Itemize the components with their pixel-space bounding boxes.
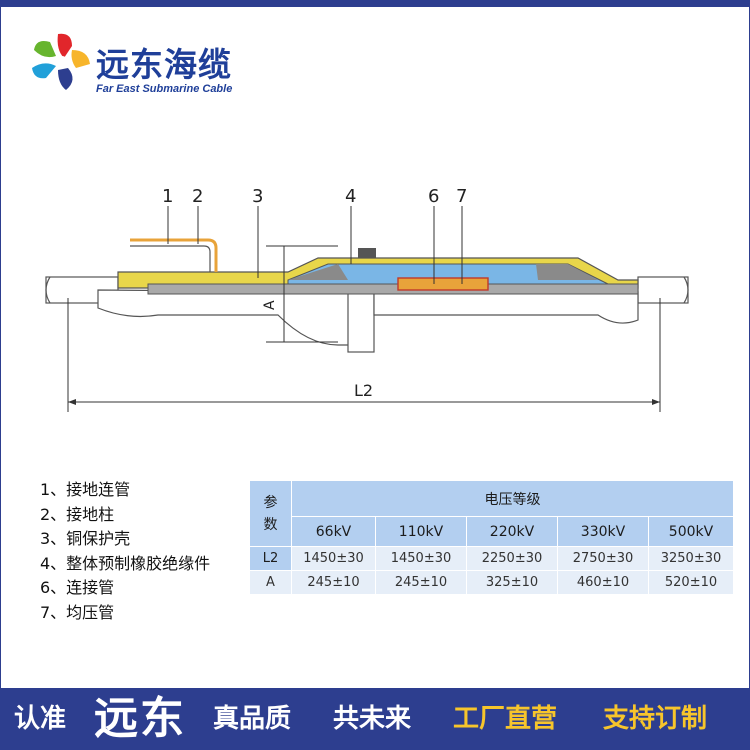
- param-char: 数: [263, 516, 278, 533]
- voltage-group-header: 电压等级: [291, 480, 734, 517]
- legend-item: 1、接地连管: [40, 480, 131, 499]
- table-cell: 325±10: [466, 570, 558, 595]
- banner-text-quality: 真品质: [213, 704, 292, 734]
- legend-item: 6、连接管: [40, 578, 115, 597]
- row-label: L2: [249, 546, 292, 571]
- brand-name-en: Far East Submarine Cable: [96, 83, 233, 95]
- joint-right-body: [373, 291, 639, 324]
- callout-4: 4: [345, 186, 356, 207]
- legend-item: 7、均压管: [40, 602, 115, 622]
- dim-a-label: A: [262, 300, 278, 310]
- table-cell: 1450±30: [375, 546, 467, 571]
- stress-cone-left: [288, 264, 348, 280]
- brand-name-cn: 远东海缆: [96, 45, 232, 84]
- table-cell: 2750±30: [557, 546, 649, 571]
- voltage-header: 500kV: [648, 516, 734, 547]
- cable-joint-diagram: 1 2 3 4 6 7 A L2: [45, 186, 689, 412]
- banner-text-brand: 远东: [94, 693, 186, 744]
- callout-6: 6: [428, 186, 439, 207]
- table-cell: 3250±30: [648, 546, 734, 571]
- callout-1: 1: [162, 186, 173, 207]
- inner-band: [147, 283, 639, 295]
- table-cell: 245±10: [291, 570, 376, 595]
- voltage-header: 110kV: [375, 516, 467, 547]
- banner-text-factory-direct: 工厂直营: [453, 704, 558, 734]
- banner-text-future: 共未来: [333, 704, 412, 734]
- grounding-pipe-2: [130, 245, 211, 272]
- legend-item: 2、接地柱: [40, 504, 115, 524]
- row-label: A: [249, 570, 292, 595]
- cable-break-left: [45, 276, 51, 304]
- voltage-header: 220kV: [466, 516, 558, 547]
- connector-tube: [397, 277, 489, 291]
- callout-2: 2: [192, 186, 203, 207]
- table-row: A 245±10 245±10 325±10 460±10 520±10: [249, 570, 734, 595]
- legend-item: 4、整体预制橡胶绝缘件: [40, 553, 211, 573]
- cable-break-right: [683, 276, 689, 304]
- top-bar: [0, 0, 750, 7]
- table-cell: 520±10: [648, 570, 734, 595]
- table-cell: 1450±30: [291, 546, 376, 571]
- logo-pinwheel-icon: [32, 33, 90, 90]
- legend-item: 3、铜保护壳: [40, 529, 131, 548]
- cable-right: [637, 276, 689, 304]
- brand-logo: 远东海缆 Far East Submarine Cable: [28, 28, 268, 98]
- callout-7: 7: [456, 186, 467, 207]
- param-header: 参 数: [249, 480, 292, 547]
- banner-text-recognize: 认准: [14, 704, 67, 734]
- grounding-pipe: [130, 238, 218, 272]
- table-cell: 245±10: [375, 570, 467, 595]
- voltage-header: 66kV: [291, 516, 376, 547]
- voltage-header: 330kV: [557, 516, 649, 547]
- dim-l2-label: L2: [354, 381, 373, 400]
- param-char: 参: [263, 494, 278, 511]
- joint-lower-body: [97, 289, 369, 346]
- table-row: L2 1450±30 1450±30 2250±30 2750±30 3250±…: [249, 546, 734, 571]
- spec-table: 参 数 电压等级 66kV 110kV 220kV 330kV 500kV L2…: [249, 480, 734, 595]
- grounding-post: [358, 248, 376, 258]
- table-cell: 460±10: [557, 570, 649, 595]
- table-cell: 2250±30: [466, 546, 558, 571]
- banner-text-customization: 支持订制: [603, 704, 708, 734]
- parts-legend: 1、接地连管 2、接地柱 3、铜保护壳 4、整体预制橡胶绝缘件 6、连接管 7、…: [40, 478, 250, 625]
- rubber-insulation: [287, 263, 609, 285]
- callout-3: 3: [252, 186, 263, 207]
- slogan-banner: 认准 远东 真品质 共未来 工厂直营 支持订制: [0, 688, 750, 750]
- joint-center-body: [347, 291, 375, 353]
- stress-cone-right: [536, 264, 598, 280]
